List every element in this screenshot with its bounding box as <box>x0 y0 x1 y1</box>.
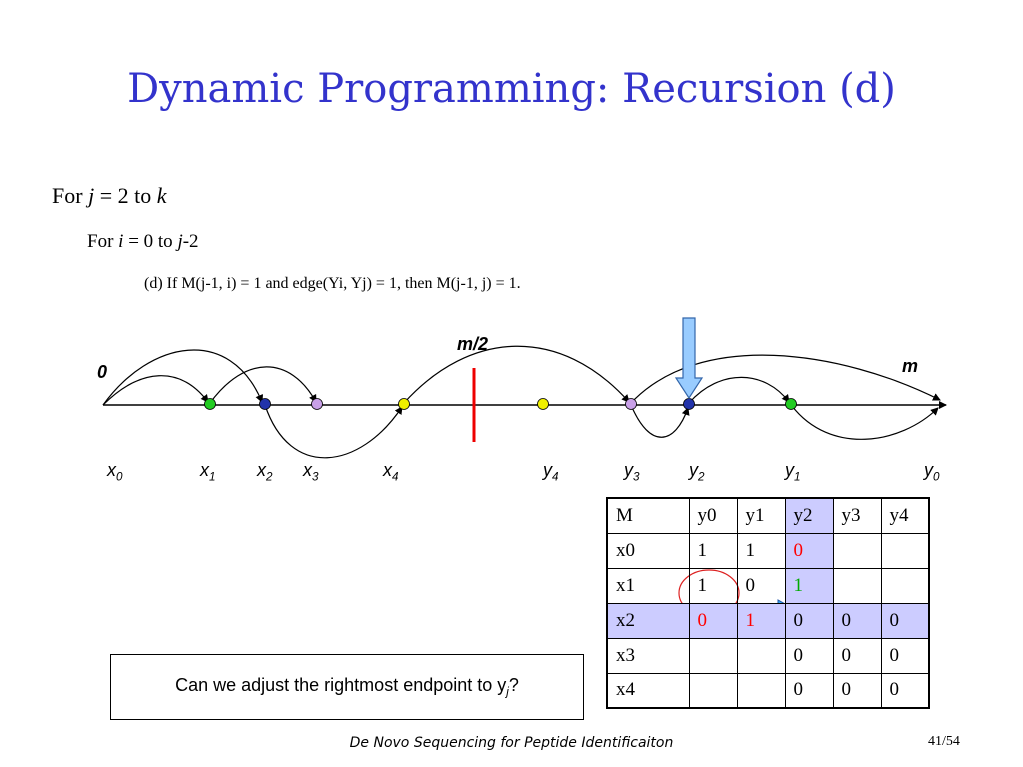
matrix-cell: 0 <box>688 602 738 639</box>
matrix-header-cell: y2 <box>784 497 834 534</box>
label-x3: x3 <box>303 460 319 484</box>
slide-title: Dynamic Programming: Recursion (d) <box>127 66 896 112</box>
matrix-row-label: x4 <box>606 672 690 709</box>
question-box: Can we adjust the rightmost endpoint to … <box>110 654 584 720</box>
matrix-cell <box>880 567 930 604</box>
matrix-cell: 1 <box>688 532 738 569</box>
arc-x4-y3 <box>403 345 630 404</box>
loop-outer: For j = 2 to k <box>52 183 166 209</box>
matrix-cell: 1 <box>736 602 786 639</box>
label-y0: y0 <box>924 460 940 484</box>
matrix-cell <box>832 532 882 569</box>
label-y1: y1 <box>785 460 801 484</box>
point-x4 <box>398 398 410 410</box>
point-x2 <box>259 398 271 410</box>
matrix-cell: 1 <box>688 567 738 604</box>
matrix-row: x3 0 0 0 <box>606 637 930 674</box>
footer-title: De Novo Sequencing for Peptide Identific… <box>349 735 674 751</box>
matrix-cell: 0 <box>880 602 930 639</box>
matrix-row-label: x2 <box>606 602 690 639</box>
matrix-row: x4 0 0 0 <box>606 672 930 709</box>
point-y4 <box>537 398 549 410</box>
arc-x0-x2 <box>102 349 263 406</box>
arc-y2-y1 <box>688 376 790 404</box>
arc-x2-x4 <box>264 404 403 459</box>
label-x0: x0 <box>107 460 123 484</box>
matrix-row-label: x3 <box>606 637 690 674</box>
matrix-cell <box>688 672 738 709</box>
arc-x0-x1 <box>102 375 209 406</box>
loop-inner: For i = 0 to j-2 <box>87 231 199 253</box>
dp-matrix: M y0 y1 y2 y3 y4 x0 1 1 0 x1 1 0 1 x2 0 … <box>606 497 930 709</box>
loop-inner-tail: -2 <box>182 231 199 252</box>
label-y3: y3 <box>624 460 640 484</box>
loop-outer-end: k <box>156 183 167 208</box>
point-y2 <box>683 398 695 410</box>
matrix-row-label: x0 <box>606 532 690 569</box>
label-x1: x1 <box>200 460 216 484</box>
arc-y1-y0 <box>791 405 939 440</box>
point-y1 <box>785 398 797 410</box>
loop-inner-mid: = 0 to <box>123 231 178 252</box>
matrix-cell: 0 <box>880 637 930 674</box>
label-y2: y2 <box>689 460 705 484</box>
label-m: m <box>902 356 919 376</box>
matrix-cell: 0 <box>784 602 834 639</box>
page-number: 41/54 <box>928 734 960 749</box>
matrix-header-row: M y0 y1 y2 y3 y4 <box>606 497 930 534</box>
matrix-cell <box>832 567 882 604</box>
down-arrow-indicator <box>674 317 704 400</box>
matrix-header-cell: M <box>606 497 690 534</box>
arc-y3-y0 <box>630 354 941 404</box>
matrix-row: x0 1 1 0 <box>606 532 930 569</box>
matrix-header-cell: y4 <box>880 497 930 534</box>
matrix-cell <box>880 532 930 569</box>
arc-x1-x3 <box>209 366 317 404</box>
point-x1 <box>204 398 216 410</box>
loop-inner-end: j <box>177 231 183 252</box>
loop-outer-pre: For <box>52 183 89 208</box>
loop-inner-pre: For <box>87 231 119 252</box>
recursion-rule: (d) If M(j-1, i) = 1 and edge(Yi, Yj) = … <box>144 275 521 292</box>
matrix-cell: 0 <box>832 672 882 709</box>
loop-inner-var: i <box>118 231 124 252</box>
matrix-cell: 0 <box>832 637 882 674</box>
matrix-cell: 0 <box>784 532 834 569</box>
loop-outer-mid: = 2 to <box>94 183 157 208</box>
point-x3 <box>311 398 323 410</box>
matrix-cell: 0 <box>784 637 834 674</box>
matrix-row: x1 1 0 1 <box>606 567 930 604</box>
matrix-cell: 0 <box>832 602 882 639</box>
matrix-cell: 0 <box>736 567 786 604</box>
matrix-cell <box>688 637 738 674</box>
label-y4: y4 <box>543 460 559 484</box>
matrix-cell <box>736 672 786 709</box>
matrix-row-label: x1 <box>606 567 690 604</box>
point-y3 <box>625 398 637 410</box>
matrix-cell: 1 <box>784 567 834 604</box>
matrix-cell: 1 <box>736 532 786 569</box>
question-text: Can we adjust the rightmost endpoint to … <box>175 675 519 699</box>
matrix-cell: 0 <box>880 672 930 709</box>
matrix-header-cell: y0 <box>688 497 738 534</box>
matrix-header-cell: y1 <box>736 497 786 534</box>
label-m-half: m/2 <box>457 334 489 354</box>
label-zero: 0 <box>97 362 108 382</box>
arc-y3-y2 <box>630 404 690 438</box>
label-x4: x4 <box>383 460 399 484</box>
matrix-row: x2 0 1 0 0 0 <box>606 602 930 639</box>
matrix-header-cell: y3 <box>832 497 882 534</box>
matrix-cell <box>736 637 786 674</box>
label-x2: x2 <box>257 460 273 484</box>
matrix-cell: 0 <box>784 672 834 709</box>
loop-outer-var: j <box>88 183 95 208</box>
